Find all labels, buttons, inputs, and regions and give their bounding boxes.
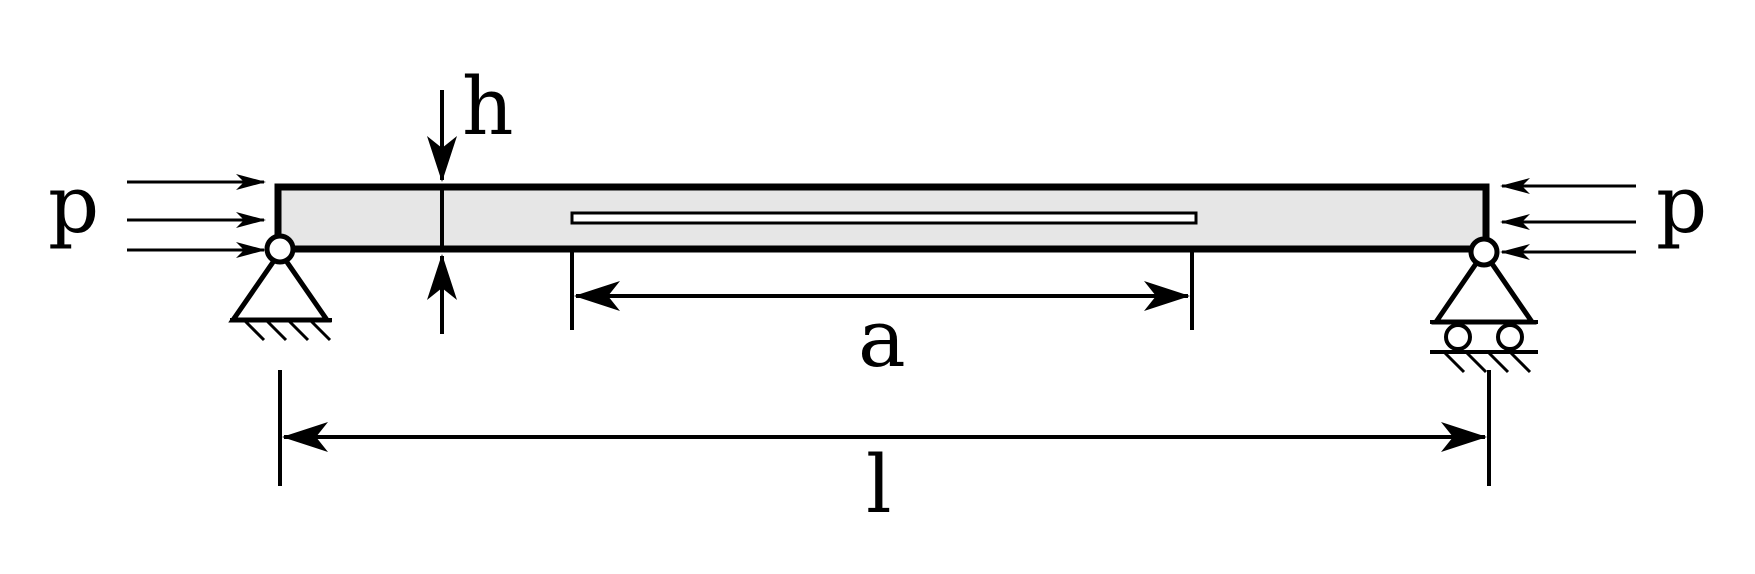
load-label-left: p xyxy=(48,158,99,251)
left-axial-load: p xyxy=(48,158,266,258)
load-label-right: p xyxy=(1656,158,1707,251)
left-ground-hatch xyxy=(242,318,332,342)
right-pin-hinge xyxy=(1468,236,1500,268)
crack-length-dimension: a xyxy=(570,252,1194,385)
right-roller-wheel-left xyxy=(1444,323,1472,351)
right-roller-support xyxy=(1430,236,1538,374)
right-ground-hatch xyxy=(1442,350,1532,374)
right-roller-wheel-right xyxy=(1496,323,1524,351)
crack-length-label: a xyxy=(858,292,906,385)
span-length-label: l xyxy=(866,438,892,531)
thickness-label: h xyxy=(462,60,514,153)
beam xyxy=(274,183,1490,253)
span-length-dimension: l xyxy=(278,370,1491,531)
thickness-dimension: h xyxy=(427,60,514,334)
crack xyxy=(570,211,1198,225)
right-axial-load: p xyxy=(1500,158,1707,260)
left-pin-support xyxy=(228,233,332,342)
left-pin-hinge xyxy=(264,233,296,265)
beam-body xyxy=(274,183,1490,253)
